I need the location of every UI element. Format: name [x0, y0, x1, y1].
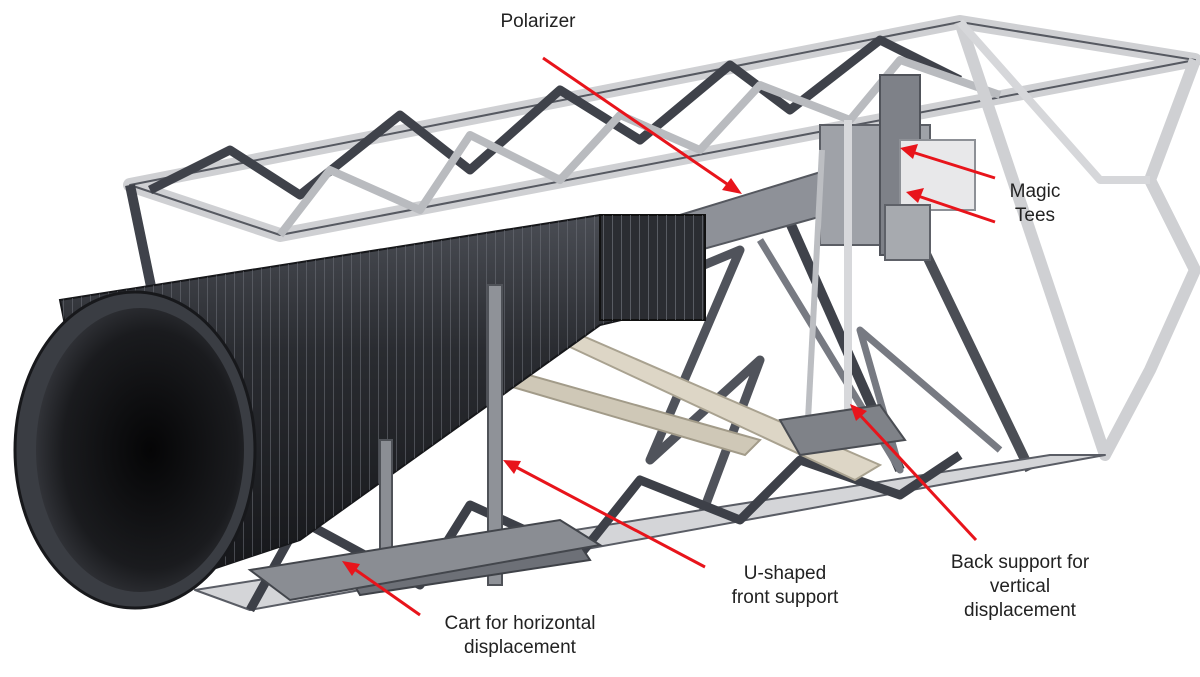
- arrow-magic-tee-upper: [900, 144, 996, 180]
- arrow-polarizer: [542, 56, 742, 194]
- waveguide-assembly: [678, 74, 976, 421]
- arrow-magic-tee-lower: [906, 188, 996, 224]
- back-support-base: [778, 403, 907, 457]
- label-line: U-shaped: [743, 563, 827, 584]
- label-cart: Cart for horizontal displacement: [410, 612, 630, 660]
- arrow-u-support: [503, 460, 706, 569]
- label-magic-tees: Magic Tees: [995, 180, 1075, 228]
- horizontal-cart: [247, 518, 603, 602]
- label-line: Tees: [1014, 205, 1056, 226]
- label-line: displacement: [964, 600, 1076, 621]
- label-back-support: Back support for vertical displacement: [925, 551, 1115, 623]
- label-line: Magic: [1009, 181, 1061, 202]
- arrow-back-support: [850, 404, 978, 542]
- label-line: Back support for: [950, 552, 1090, 573]
- arrow-cart: [342, 561, 421, 617]
- label-line: Cart for horizontal: [444, 613, 596, 634]
- label-polarizer: Polarizer: [488, 10, 588, 34]
- label-line: Polarizer: [500, 11, 576, 32]
- label-line: front support: [731, 587, 839, 608]
- label-line: displacement: [464, 637, 576, 658]
- annotation-arrows: [342, 56, 996, 617]
- corrugated-horn: [13, 213, 706, 610]
- label-u-support: U-shaped front support: [700, 562, 870, 610]
- label-line: vertical: [989, 576, 1051, 597]
